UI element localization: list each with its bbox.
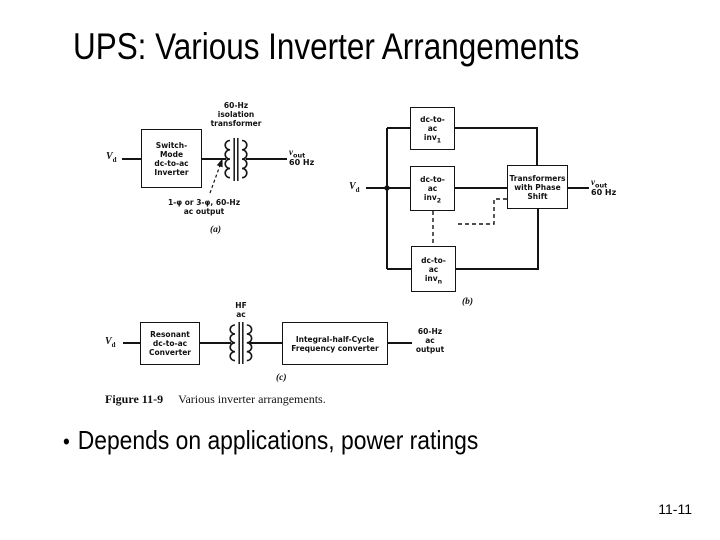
box-line: dc-to-ac [154,158,189,168]
box-line: ac [427,184,438,193]
vout-frequency: 60 Hz [591,187,617,197]
vd-symbol: V [349,181,356,192]
vd-label-b: Vd [349,181,360,194]
box-line: ac [428,264,439,274]
hf-transformer-icon [229,322,253,364]
box-line: ac [427,124,438,133]
vout-label-a: vout 60 Hz [289,147,314,167]
isolation-transformer-label: 60-Hz isolation transformer [203,101,269,128]
label-line: 60-Hz [223,101,249,110]
inv2-subscript: 2 [436,197,442,205]
vd-symbol: V [106,151,113,162]
page-number: 11-11 [658,501,692,517]
figure-caption: Figure 11-9 Various inverter arrangement… [105,392,326,407]
annotation-arrow [209,158,223,194]
dc-to-ac-inv2-box: dc-to- ac inv2 [410,166,455,211]
label-line: output [415,345,445,354]
box-line: Inverter [154,167,189,177]
vd-subscript: d [111,341,116,349]
box-line: inv [423,133,437,142]
ac-output-label-c: 60-Hz ac output [410,327,450,354]
box-line: Integral-half-Cycle [295,334,375,344]
label-line: 60-Hz [417,327,443,336]
vout-subscript: out [595,181,608,190]
vout-frequency: 60 Hz [289,157,315,167]
vd-label-c: Vd [105,336,116,349]
annotation-line: ac output [183,207,225,216]
vout-subscript: out [293,151,306,160]
solid-wires [122,127,589,344]
page-title: UPS: Various Inverter Arrangements [73,26,580,67]
box-line: Frequency converter [291,343,379,353]
vout-symbol: v [289,147,293,157]
box-line: Transformers [509,173,566,183]
box-line: inv [424,273,438,283]
resonant-converter-box: Resonant dc-to-ac Converter [140,322,200,365]
dc-to-ac-inv1-box: dc-to- ac inv1 [410,107,455,150]
vout-symbol: v [591,177,595,187]
label-line: isolation [217,110,255,119]
vout-label-b: vout 60 Hz [591,177,616,197]
box-line: dc-to-ac [152,339,188,348]
figure-caption-text: Various inverter arrangements. [178,392,326,406]
label-line: HF [235,301,247,310]
label-line: ac [425,336,435,345]
box-line: Shift [527,191,548,201]
vd-label-a: Vd [106,151,117,164]
vd-symbol: V [105,336,112,347]
box-line: dc-to- [420,115,445,124]
box-line: dc-to- [420,175,445,184]
box-line: Mode [159,149,184,159]
part-c-label: (c) [276,373,287,383]
dashed-wires [432,198,507,246]
inv1-subscript: 1 [436,137,442,145]
integral-half-cycle-box: Integral-half-Cycle Frequency converter [282,322,388,365]
box-line: with Phase [514,182,561,192]
part-a-label: (a) [210,225,222,235]
bullet-text: Depends on applications, power ratings [77,425,479,455]
label-line: ac [236,310,246,319]
vd-subscript: d [355,186,360,194]
part-b-label: (b) [462,297,474,307]
label-line: transformer [210,119,262,128]
transformers-phase-shift-box: Transformers with Phase Shift [507,165,568,209]
box-line: dc-to- [421,255,446,265]
bullet-marker: • [63,429,70,454]
bullet-item: • Depends on applications, power ratings [63,425,478,456]
box-line: Converter [148,348,192,357]
switch-mode-inverter-box: Switch- Mode dc-to-ac Inverter [141,129,202,188]
junction-dot [384,185,390,191]
annotation-line: 1-φ or 3-φ, 60-Hz [167,198,241,207]
isolation-transformer-icon [224,138,248,181]
dc-to-ac-invn-box: dc-to- ac invn [411,246,456,292]
box-line: Resonant [150,330,190,339]
box-line: inv [423,193,437,202]
figure-caption-number: Figure 11-9 [105,392,164,406]
vd-subscript: d [112,156,117,164]
invn-subscript: n [437,278,443,285]
ac-output-annotation: 1-φ or 3-φ, 60-Hz ac output [158,198,250,216]
box-line: Switch- [155,140,188,150]
hf-ac-label: HF ac [227,301,255,319]
